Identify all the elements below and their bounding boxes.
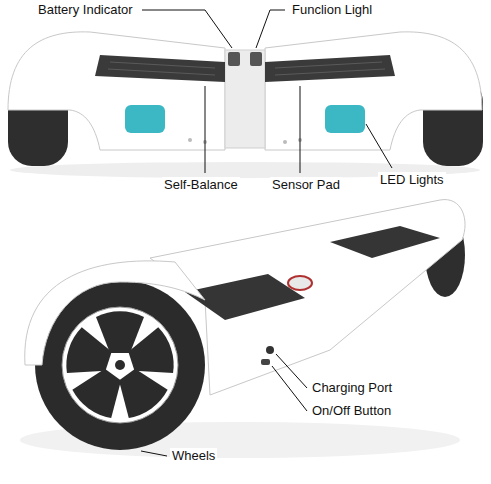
- part-label: Charging Port: [310, 380, 394, 396]
- part-label: Battery Indicator: [36, 2, 135, 18]
- hoverboard-side-view: [20, 200, 465, 458]
- leader-line: [256, 10, 285, 48]
- foot-pad: [330, 226, 440, 258]
- led-panel: [125, 105, 165, 133]
- leader-line: [205, 86, 206, 173]
- leader-line: [142, 10, 232, 48]
- wheel-hub: [62, 307, 178, 423]
- body-half: [8, 32, 225, 150]
- battery-indicator: [228, 52, 240, 66]
- part-label: Wheels: [170, 448, 217, 464]
- fender: [25, 261, 205, 365]
- part-label: Sensor Pad: [270, 177, 342, 193]
- leader-line: [276, 354, 307, 388]
- foot-pad: [95, 55, 225, 82]
- pad-ridges: [108, 62, 385, 75]
- part-label: Funclion Lighl: [290, 2, 374, 18]
- function-light: [250, 52, 262, 66]
- center-joint: [288, 276, 312, 290]
- part-label: LED Lights: [378, 172, 446, 188]
- part-label: On/Off Button: [310, 403, 393, 419]
- leader-line: [141, 451, 167, 456]
- leader-line: [272, 366, 307, 411]
- part-label: Self-Balance: [162, 177, 240, 193]
- power-button: [261, 359, 270, 365]
- body-half: [265, 32, 482, 150]
- charging-port: [266, 346, 274, 354]
- hoverboard-top-view: [8, 32, 483, 178]
- center-joint: [225, 50, 265, 148]
- leader-line: [300, 86, 301, 173]
- leader-line: [366, 124, 392, 168]
- hub-blades: [62, 311, 179, 422]
- led-panel: [325, 105, 365, 133]
- foot-pad: [265, 55, 395, 82]
